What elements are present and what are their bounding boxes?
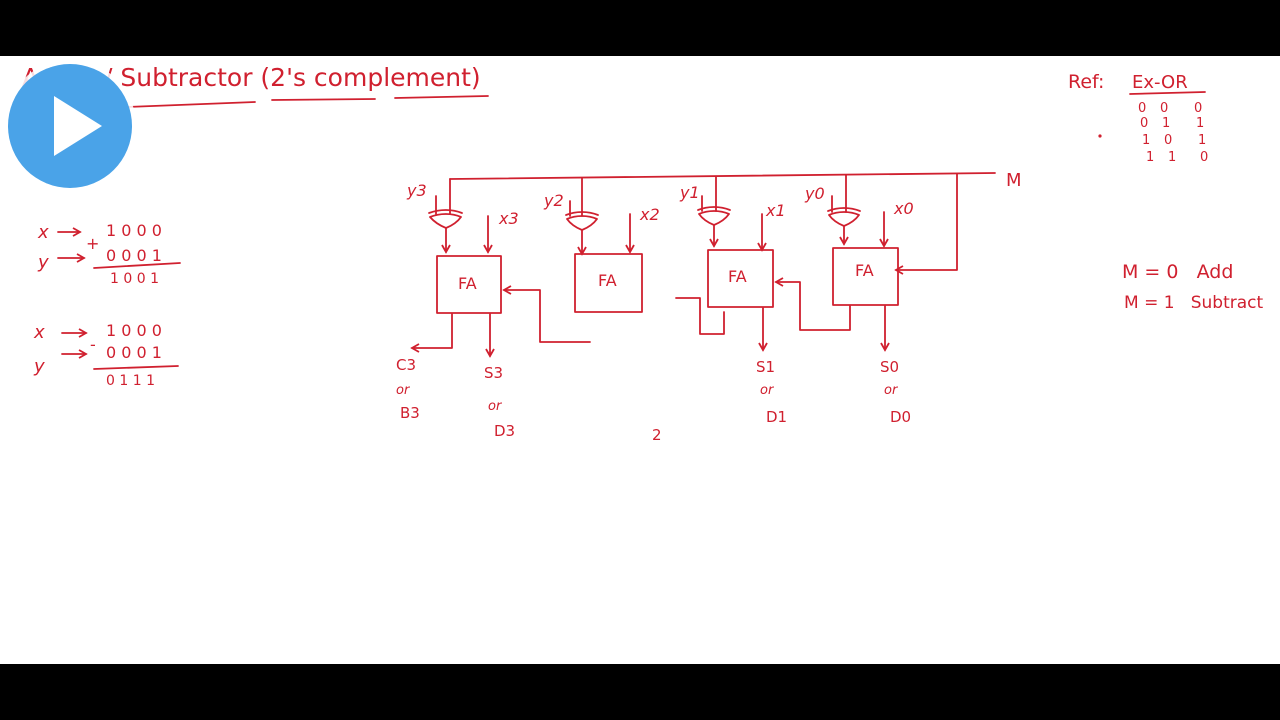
svg-text:S1: S1 xyxy=(756,358,775,376)
svg-text:FA: FA xyxy=(728,267,747,286)
svg-text:S3: S3 xyxy=(484,364,503,382)
svg-text:x: x xyxy=(33,322,45,343)
svg-text:y3: y3 xyxy=(406,181,427,200)
svg-text:+: + xyxy=(86,234,99,253)
xor-gate-2 xyxy=(565,211,599,231)
circuit-diagram: Adder / Subtractor (2's complement) Ref:… xyxy=(22,63,1264,444)
svg-text:y1: y1 xyxy=(679,183,700,202)
svg-text:0: 0 xyxy=(1138,101,1146,116)
svg-text:1: 1 xyxy=(1168,150,1176,165)
svg-text:S0: S0 xyxy=(880,358,899,376)
svg-text:1: 1 xyxy=(1196,116,1204,131)
svg-text:B3: B3 xyxy=(400,404,420,422)
svg-text:D0: D0 xyxy=(890,408,911,426)
svg-text:0 1 1 1: 0 1 1 1 xyxy=(106,373,155,389)
carry-wire-c1 xyxy=(774,277,851,331)
svg-text:0 0 0 1: 0 0 0 1 xyxy=(106,246,162,265)
whiteboard: Adder / Subtractor (2's complement) Ref:… xyxy=(0,56,1280,664)
play-icon[interactable] xyxy=(54,96,102,156)
m-bus-line xyxy=(449,172,996,180)
svg-text:0: 0 xyxy=(1194,101,1202,116)
mode-subtract-label: M = 1 Subtract xyxy=(1124,293,1264,313)
svg-text:1: 1 xyxy=(1146,150,1154,165)
title-underline-2 xyxy=(271,95,489,101)
svg-text:y: y xyxy=(37,252,49,273)
svg-text:0: 0 xyxy=(1140,116,1148,131)
xor-heading: Ex-OR xyxy=(1132,72,1188,93)
full-adder-3 xyxy=(436,255,502,314)
svg-text:1 0 0 0: 1 0 0 0 xyxy=(106,321,162,340)
svg-text:y2: y2 xyxy=(543,191,564,210)
pen-dot xyxy=(1098,134,1102,138)
svg-text:x2: x2 xyxy=(639,205,660,224)
play-button[interactable] xyxy=(0,56,140,196)
svg-text:D3: D3 xyxy=(494,422,515,440)
m-carry-in-wire xyxy=(894,173,958,275)
svg-text:D1: D1 xyxy=(766,408,787,426)
subtraction-example: x 1 0 0 0 y - 0 0 0 1 0 1 1 1 xyxy=(33,321,179,389)
svg-text:1: 1 xyxy=(1198,133,1206,148)
svg-text:-: - xyxy=(90,335,96,354)
svg-text:C3: C3 xyxy=(396,356,416,374)
svg-text:0 0 0 1: 0 0 0 1 xyxy=(106,343,162,362)
stage-1: y1 x1 FA S1 or D1 xyxy=(679,176,787,426)
xor-gate-1 xyxy=(697,206,731,226)
svg-text:or: or xyxy=(488,399,503,414)
svg-text:FA: FA xyxy=(598,271,617,290)
svg-text:1: 1 xyxy=(1162,116,1170,131)
svg-text:or: or xyxy=(884,383,899,398)
full-adder-1 xyxy=(707,249,774,308)
svg-text:FA: FA xyxy=(855,261,874,280)
xor-truth-table: 0 0 0 0 1 1 1 0 1 1 1 0 xyxy=(1138,101,1208,165)
svg-text:x0: x0 xyxy=(893,199,914,218)
m-label: M xyxy=(1006,170,1022,191)
full-adder-2 xyxy=(574,253,643,313)
svg-text:y: y xyxy=(33,356,45,377)
svg-text:1 0 0 0: 1 0 0 0 xyxy=(106,221,162,240)
svg-text:1 0 0 1: 1 0 0 1 xyxy=(110,271,159,287)
svg-text:or: or xyxy=(760,383,775,398)
ref-label: Ref: xyxy=(1068,71,1104,93)
carry-wire-c3 xyxy=(502,285,591,343)
xor-heading-underline xyxy=(1129,91,1206,95)
mode-add-label: M = 0 Add xyxy=(1122,261,1233,283)
svg-text:x1: x1 xyxy=(765,201,786,220)
svg-text:y0: y0 xyxy=(804,184,825,203)
svg-text:2: 2 xyxy=(652,426,662,444)
full-adder-0 xyxy=(832,247,899,306)
svg-text:FA: FA xyxy=(458,274,477,293)
stage-0: y0 x0 FA S0 or D0 xyxy=(804,174,914,426)
svg-text:0: 0 xyxy=(1200,150,1208,165)
carry-wire-c2 xyxy=(675,297,725,335)
xor-gate-3 xyxy=(428,209,463,229)
stage-3: y3 x3 FA C3 or B3 S3 or D3 xyxy=(396,178,519,440)
svg-text:x3: x3 xyxy=(498,209,519,228)
svg-text:0: 0 xyxy=(1164,133,1172,148)
svg-text:or: or xyxy=(396,383,411,398)
svg-text:0: 0 xyxy=(1160,101,1168,116)
addition-example: x 1 0 0 0 y + 0 0 0 1 1 0 0 1 xyxy=(37,221,181,287)
xor-gate-0 xyxy=(827,207,861,227)
svg-text:x: x xyxy=(37,222,49,243)
svg-text:1: 1 xyxy=(1142,133,1150,148)
stage-2: y2 x2 FA 2 xyxy=(543,177,662,444)
